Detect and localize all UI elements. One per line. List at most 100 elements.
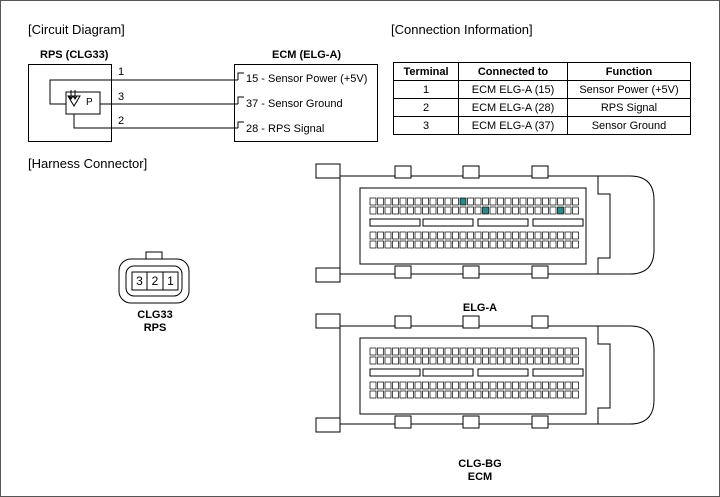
elga-connector-pin xyxy=(489,231,497,240)
clgbg-connector-key-top-1 xyxy=(394,315,412,329)
elga-connector-pin xyxy=(519,240,527,249)
elga-connector-pin xyxy=(482,206,489,215)
elga-connector-pin xyxy=(414,206,422,215)
elga-connector-pin xyxy=(407,240,414,249)
elga-connector-key-bottom-3 xyxy=(531,265,549,279)
clgbg-connector-pin xyxy=(489,381,497,390)
elga-connector-pin xyxy=(384,240,392,249)
elga-connector-pin xyxy=(392,206,399,215)
elga-connector-pin xyxy=(414,231,422,240)
rps-title: RPS (CLG33) xyxy=(40,49,109,61)
elga-connector-pin xyxy=(437,240,444,249)
clgbg-connector-pin xyxy=(489,347,497,356)
clgbg-connector-pin xyxy=(452,390,459,399)
elga-connector-pin xyxy=(549,231,557,240)
clgbg-connector-tab-top xyxy=(315,313,341,329)
elga-connector-tab-bottom xyxy=(315,267,341,283)
elga-connector-pin xyxy=(407,197,414,206)
elga-connector-pin xyxy=(489,240,497,249)
elga-connector-pin xyxy=(534,197,542,206)
elga-connector-pin xyxy=(437,197,444,206)
elga-connector-pin xyxy=(452,240,459,249)
clgbg-connector-pin xyxy=(377,356,384,365)
elga-connector-pin xyxy=(542,197,549,206)
clgbg-connector-pin xyxy=(549,347,557,356)
elga-connector-pin xyxy=(482,197,489,206)
clgbg-connector-pin xyxy=(459,381,467,390)
clgbg-connector-pin xyxy=(414,347,422,356)
clgbg-connector-slot-4 xyxy=(532,368,584,377)
elga-connector-pin xyxy=(564,206,572,215)
clgbg-connector-pin xyxy=(534,356,542,365)
ecm-pin-15-tick xyxy=(237,72,244,80)
elga-connector-pin xyxy=(489,197,497,206)
sensor-triangle-icon xyxy=(67,95,81,107)
clgbg-connector-pin xyxy=(497,381,504,390)
elga-connector-pin xyxy=(512,206,519,215)
elga-connector-pin xyxy=(519,197,527,206)
clgbg-connector-pin xyxy=(504,356,512,365)
elga-connector-pin xyxy=(422,231,429,240)
clgbg-connector-pin xyxy=(422,356,429,365)
elga-connector-pin xyxy=(369,240,377,249)
elga-connector-slot-1 xyxy=(369,218,421,227)
clgbg-connector-pin xyxy=(482,390,489,399)
elga-connector-pin xyxy=(534,206,542,215)
elga-connector-pin xyxy=(377,206,384,215)
clgbg-connector-pin xyxy=(369,347,377,356)
clgbg-connector-pin xyxy=(407,390,414,399)
ecm-pin-28-label: 28 - RPS Signal xyxy=(246,123,325,135)
clgbg-connector-pin xyxy=(564,347,572,356)
connection-table-header: Terminal Connected to Function xyxy=(393,62,691,81)
terminal-cell: 3 xyxy=(393,116,459,135)
elga-connector-pin xyxy=(497,197,504,206)
clgbg-connector-pin xyxy=(527,390,534,399)
clgbg-connector-pin xyxy=(497,356,504,365)
elga-connector-pin xyxy=(557,197,564,206)
clgbg-connector-pin xyxy=(369,381,377,390)
clgbg-connector-pin xyxy=(414,356,422,365)
header-terminal: Terminal xyxy=(393,62,459,81)
clgbg-connector-pin xyxy=(422,381,429,390)
ecm-pin-15-label: 15 - Sensor Power (+5V) xyxy=(246,73,368,85)
clgbg-connector-key-bottom-2 xyxy=(462,415,480,429)
elga-connector-pin xyxy=(549,206,557,215)
clgbg-connector-key-bottom-3 xyxy=(531,415,549,429)
clgbg-connector-pin xyxy=(429,381,437,390)
elga-connector-pin xyxy=(422,206,429,215)
elga-connector-pin xyxy=(527,197,534,206)
clgbg-connector-pin xyxy=(557,390,564,399)
elga-connector-slot-2 xyxy=(422,218,474,227)
clgbg-connector-pin xyxy=(399,390,407,399)
clgbg-connector-pin xyxy=(444,390,452,399)
clgbg-connector-pin xyxy=(459,347,467,356)
clgbg-connector-pin xyxy=(512,390,519,399)
elga-connector-pin xyxy=(429,231,437,240)
clgbg-connector-desc: ECM xyxy=(467,471,493,483)
clgbg-connector-pin xyxy=(564,356,572,365)
elga-connector-pin xyxy=(482,240,489,249)
clgbg-connector-pin xyxy=(512,347,519,356)
clgbg-connector-pin xyxy=(504,390,512,399)
elga-connector-pin xyxy=(459,240,467,249)
clgbg-connector-pin xyxy=(452,347,459,356)
ecm-pin-37-tick xyxy=(237,96,244,104)
clgbg-connector-pin xyxy=(392,347,399,356)
elga-connector-pin xyxy=(444,197,452,206)
clgbg-connector-pin xyxy=(482,356,489,365)
elga-connector-pin xyxy=(527,231,534,240)
clgbg-connector-pin xyxy=(504,381,512,390)
clgbg-connector-pin xyxy=(549,356,557,365)
clgbg-connector-pin xyxy=(452,356,459,365)
elga-connector-pin xyxy=(444,206,452,215)
elga-connector-pin xyxy=(504,206,512,215)
elga-connector-key-bottom-1 xyxy=(394,265,412,279)
clgbg-connector-pin xyxy=(407,381,414,390)
ecm-pin-28-tick xyxy=(237,121,244,128)
clgbg-connector-pin xyxy=(459,390,467,399)
clgbg-connector-pin xyxy=(474,381,482,390)
elga-connector-pin xyxy=(407,206,414,215)
clgbg-connector-pin xyxy=(399,347,407,356)
